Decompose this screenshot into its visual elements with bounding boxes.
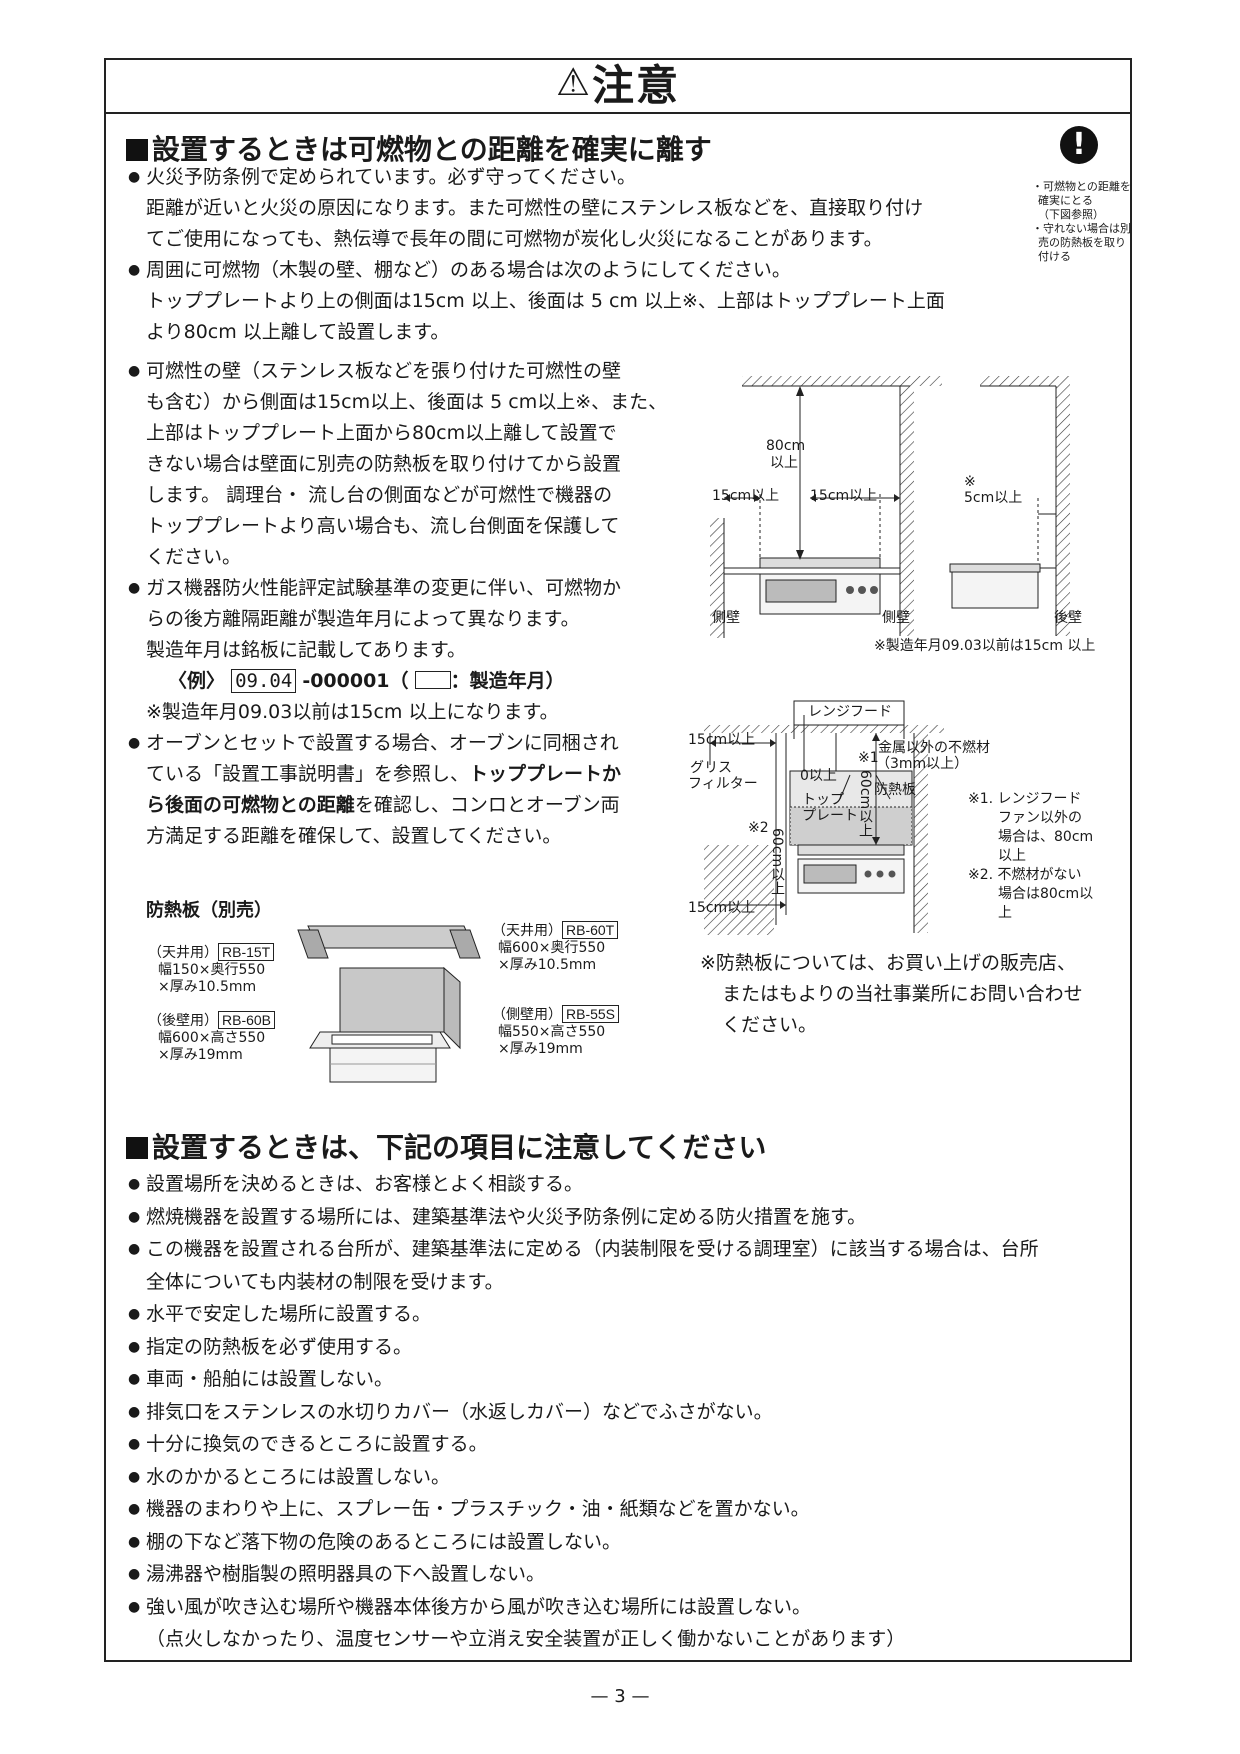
page-number: — 3 — — [590, 1686, 650, 1707]
exclamation-icon: ! — [1060, 126, 1098, 164]
label-range-hood: レンジフード — [808, 704, 892, 720]
back-shield — [339, 967, 445, 1033]
label-zero: 0以上 — [800, 768, 837, 784]
shield-ceiling-small: （天井用）RB-15T 幅150×奥行550 ×厚み10.5mm — [148, 943, 275, 996]
section1-intro: 火災予防条例で定められています。必ず守ってください。 距離が近いと火災の原因にな… — [128, 162, 945, 348]
label-side-wall-b: 側壁 — [882, 610, 910, 626]
blank-box-icon — [414, 671, 451, 689]
label-mark2: ※2 — [748, 820, 769, 836]
label-15cm-bottom: 15cm以上 — [688, 900, 756, 916]
label-back-wall: 後壁 — [1054, 610, 1082, 626]
caution-frame: ⚠注意 — [104, 58, 1132, 1662]
diagram2-notes: ※1. レンジフード ファン以外の 場合は、80cm 以上 ※2. 不燃材がない… — [968, 791, 1094, 921]
label-grease: グリス — [690, 760, 732, 776]
contact-note: ※防熱板については、お買い上げの販売店、 またはもよりの当社事業所にお問い合わせ… — [700, 952, 1083, 1036]
right-wall-hatch — [900, 386, 914, 636]
stove-top — [759, 557, 881, 569]
stove-side-view — [951, 571, 1039, 609]
section2-heading: 設置するときは、下記の項目に注意してください — [126, 1126, 766, 1166]
label-15cm-left: 15cm以上 — [712, 488, 780, 504]
ceiling-shield — [307, 925, 475, 949]
range-hood-box — [793, 700, 905, 726]
square-bullet-icon — [126, 1137, 148, 1159]
ceiling-hatch — [742, 376, 942, 386]
shield-ceiling-large: （天井用）RB-60T 幅600×奥行550 ×厚み10.5mm — [492, 921, 619, 974]
label-15cm-right: 15cm以上 — [810, 488, 878, 504]
label-15cm-top: 15cm以上 — [688, 732, 756, 748]
label-filter: フィルター — [688, 776, 758, 792]
square-bullet-icon — [126, 139, 148, 161]
label-60cm-b: 60cm以上 — [769, 828, 785, 896]
label-metal-thickness: （3mm以上） — [876, 756, 969, 772]
side-note: ・可燃物との距離を 確実にとる （下図参照） ・守れない場合は別 売の防熱板を取… — [1032, 180, 1131, 263]
label-shield-plate: 防熱板 — [874, 782, 916, 798]
page-title: 注意 — [592, 61, 681, 110]
side-shield — [443, 966, 461, 1050]
label-5cm: 5cm以上 — [964, 490, 1023, 506]
warning-triangle-icon: ⚠ — [555, 60, 591, 104]
label-metal: 金属以外の不燃材 — [878, 740, 990, 756]
shields-illustration — [297, 925, 481, 1083]
label-top: トップ — [802, 792, 844, 808]
section1-heading: 設置するときは可燃物との距離を確実に離す — [126, 128, 712, 168]
section1-left-column: 可燃性の壁（ステンレス板などを張り付けた可燃性の壁 も含む）から側面は15cm以… — [128, 356, 667, 852]
back-wall-hatch — [1056, 386, 1070, 636]
label-mark1: ※1 — [858, 750, 879, 766]
range-hood-diagram — [704, 700, 944, 935]
diagram1-note: ※製造年月09.03以前は15cm 以上 — [874, 638, 1096, 654]
label-60cm: 60cm以上 — [857, 770, 873, 838]
left-wall-hatch — [710, 518, 724, 638]
label-note-mark: ※ — [964, 474, 976, 490]
label-plate: プレート — [802, 808, 858, 824]
shields-title: 防熱板（別売） — [146, 900, 272, 921]
shield-back: （後壁用）RB-60B 幅600×高さ550 ×厚み19mm — [148, 1011, 276, 1064]
example-line: 〈例〉 09.04 -000001（ ：製造年月） — [168, 669, 565, 693]
label-side-wall-a: 側壁 — [712, 610, 740, 626]
title-bar: ⚠注意 — [106, 60, 1130, 114]
shield-side: （側壁用）RB-55S 幅550×高さ550 ×厚み19mm — [492, 1005, 620, 1058]
section2-list: 設置場所を決めるときは、お客様とよく相談する。 燃焼機器を設置する場所には、建築… — [128, 1168, 1039, 1656]
clearance-diagram — [710, 376, 1070, 638]
